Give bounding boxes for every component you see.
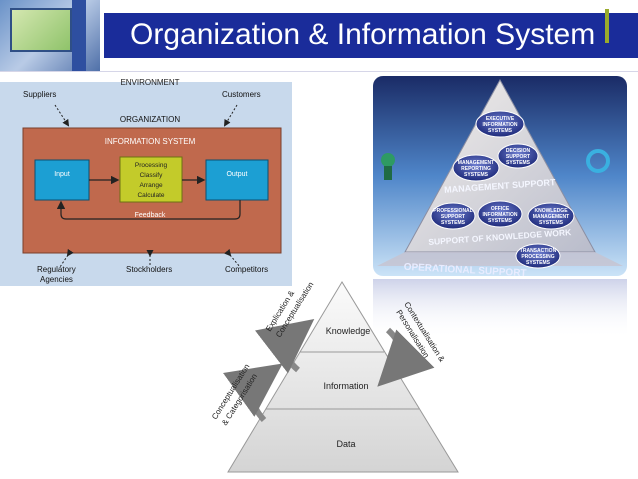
kms-node (527, 202, 575, 230)
mrs-line2: REPORTING (461, 166, 491, 172)
agencies-label: Agencies (40, 275, 73, 284)
pyramid-reflection (373, 279, 627, 339)
tps-line1: TRANSACTION (520, 248, 557, 254)
executive-systems-node (475, 110, 525, 138)
left-lower-curve-arrow (223, 363, 283, 423)
left-upper-curve-arrow (255, 319, 315, 374)
dss-node (497, 143, 539, 169)
ois-line2: INFORMATION (483, 212, 518, 218)
tps-node (515, 243, 561, 269)
calculate-label: Calculate (137, 192, 164, 199)
decorative-stripe (72, 0, 86, 72)
dss-line2: SUPPORT (506, 154, 530, 160)
mrs-line1: MANAGEMENT (458, 160, 494, 166)
ois-line1: OFFICE (491, 206, 510, 212)
customers-label: Customers (222, 90, 261, 99)
input-label: Input (54, 171, 70, 178)
kms-line2: MANAGEMENT (533, 214, 569, 220)
monitor-icon (10, 8, 72, 52)
mrs-node (452, 154, 500, 182)
knowledge-label: Knowledge (326, 326, 371, 336)
feedback-label: Feedback (135, 212, 166, 219)
slide-title: Organization & Information System (130, 18, 596, 51)
organization-label: ORGANIZATION (120, 115, 181, 124)
kms-line3: SYSTEMS (539, 220, 564, 226)
slide-header: Organization & Information System (0, 0, 638, 72)
executive-line2: INFORMATION (483, 122, 518, 128)
right-curve-arrow (377, 327, 435, 387)
environment-label: ENVIRONMENT (120, 78, 179, 87)
reflection-fade (373, 279, 627, 339)
decorative-figure (381, 153, 395, 167)
information-system-label: INFORMATION SYSTEM (105, 137, 196, 146)
support-systems-pyramid: EXECUTIVE INFORMATION SYSTEMS MANAGEMENT… (373, 76, 627, 276)
mrs-line3: SYSTEMS (464, 172, 489, 178)
stockholders-label: Stockholders (126, 265, 172, 274)
processing-box (119, 156, 183, 203)
decorative-figure-body (384, 166, 392, 180)
competitors-arrow (224, 248, 241, 268)
input-box (34, 159, 90, 201)
regulatory-label: Regulatory (37, 265, 76, 274)
data-label: Data (336, 439, 355, 449)
kms-line1: KNOWLEDGE (534, 208, 568, 214)
suppliers-label: Suppliers (23, 90, 56, 99)
executive-line1: EXECUTIVE (486, 116, 515, 122)
header-divider (0, 71, 638, 72)
information-label: Information (323, 381, 368, 391)
ois-node (477, 200, 523, 228)
organization-diagram: ENVIRONMENT Suppliers Customers ORGANIZA… (0, 78, 292, 286)
executive-line3: SYSTEMS (488, 128, 513, 134)
arrange-label: Arrange (139, 182, 163, 189)
pyramid-base (377, 252, 623, 266)
title-bar (104, 13, 638, 58)
tps-line2: PROCESSING (521, 254, 554, 260)
pss-line1: PROFESSIONAL (433, 208, 472, 214)
knowledge-pyramid: Knowledge Information Data Explication &… (210, 280, 459, 473)
feedback-loop-arrow (56, 200, 241, 220)
output-label: Output (226, 171, 247, 178)
tps-line3: SYSTEMS (526, 260, 551, 266)
ois-line3: SYSTEMS (488, 218, 513, 224)
dss-line3: SYSTEMS (506, 160, 531, 166)
pss-node (430, 202, 476, 230)
regulatory-arrow (59, 248, 74, 268)
pss-line3: SYSTEMS (441, 220, 466, 226)
dss-line1: DECISION (506, 148, 531, 154)
output-box (205, 159, 269, 201)
corner-logo (0, 0, 100, 72)
processing-label: Processing (135, 162, 168, 169)
pss-line2: SUPPORT (441, 214, 465, 220)
classify-label: Classify (140, 172, 164, 179)
title-accent (605, 9, 609, 43)
competitors-label: Competitors (225, 265, 268, 274)
decorative-ring (586, 149, 610, 173)
